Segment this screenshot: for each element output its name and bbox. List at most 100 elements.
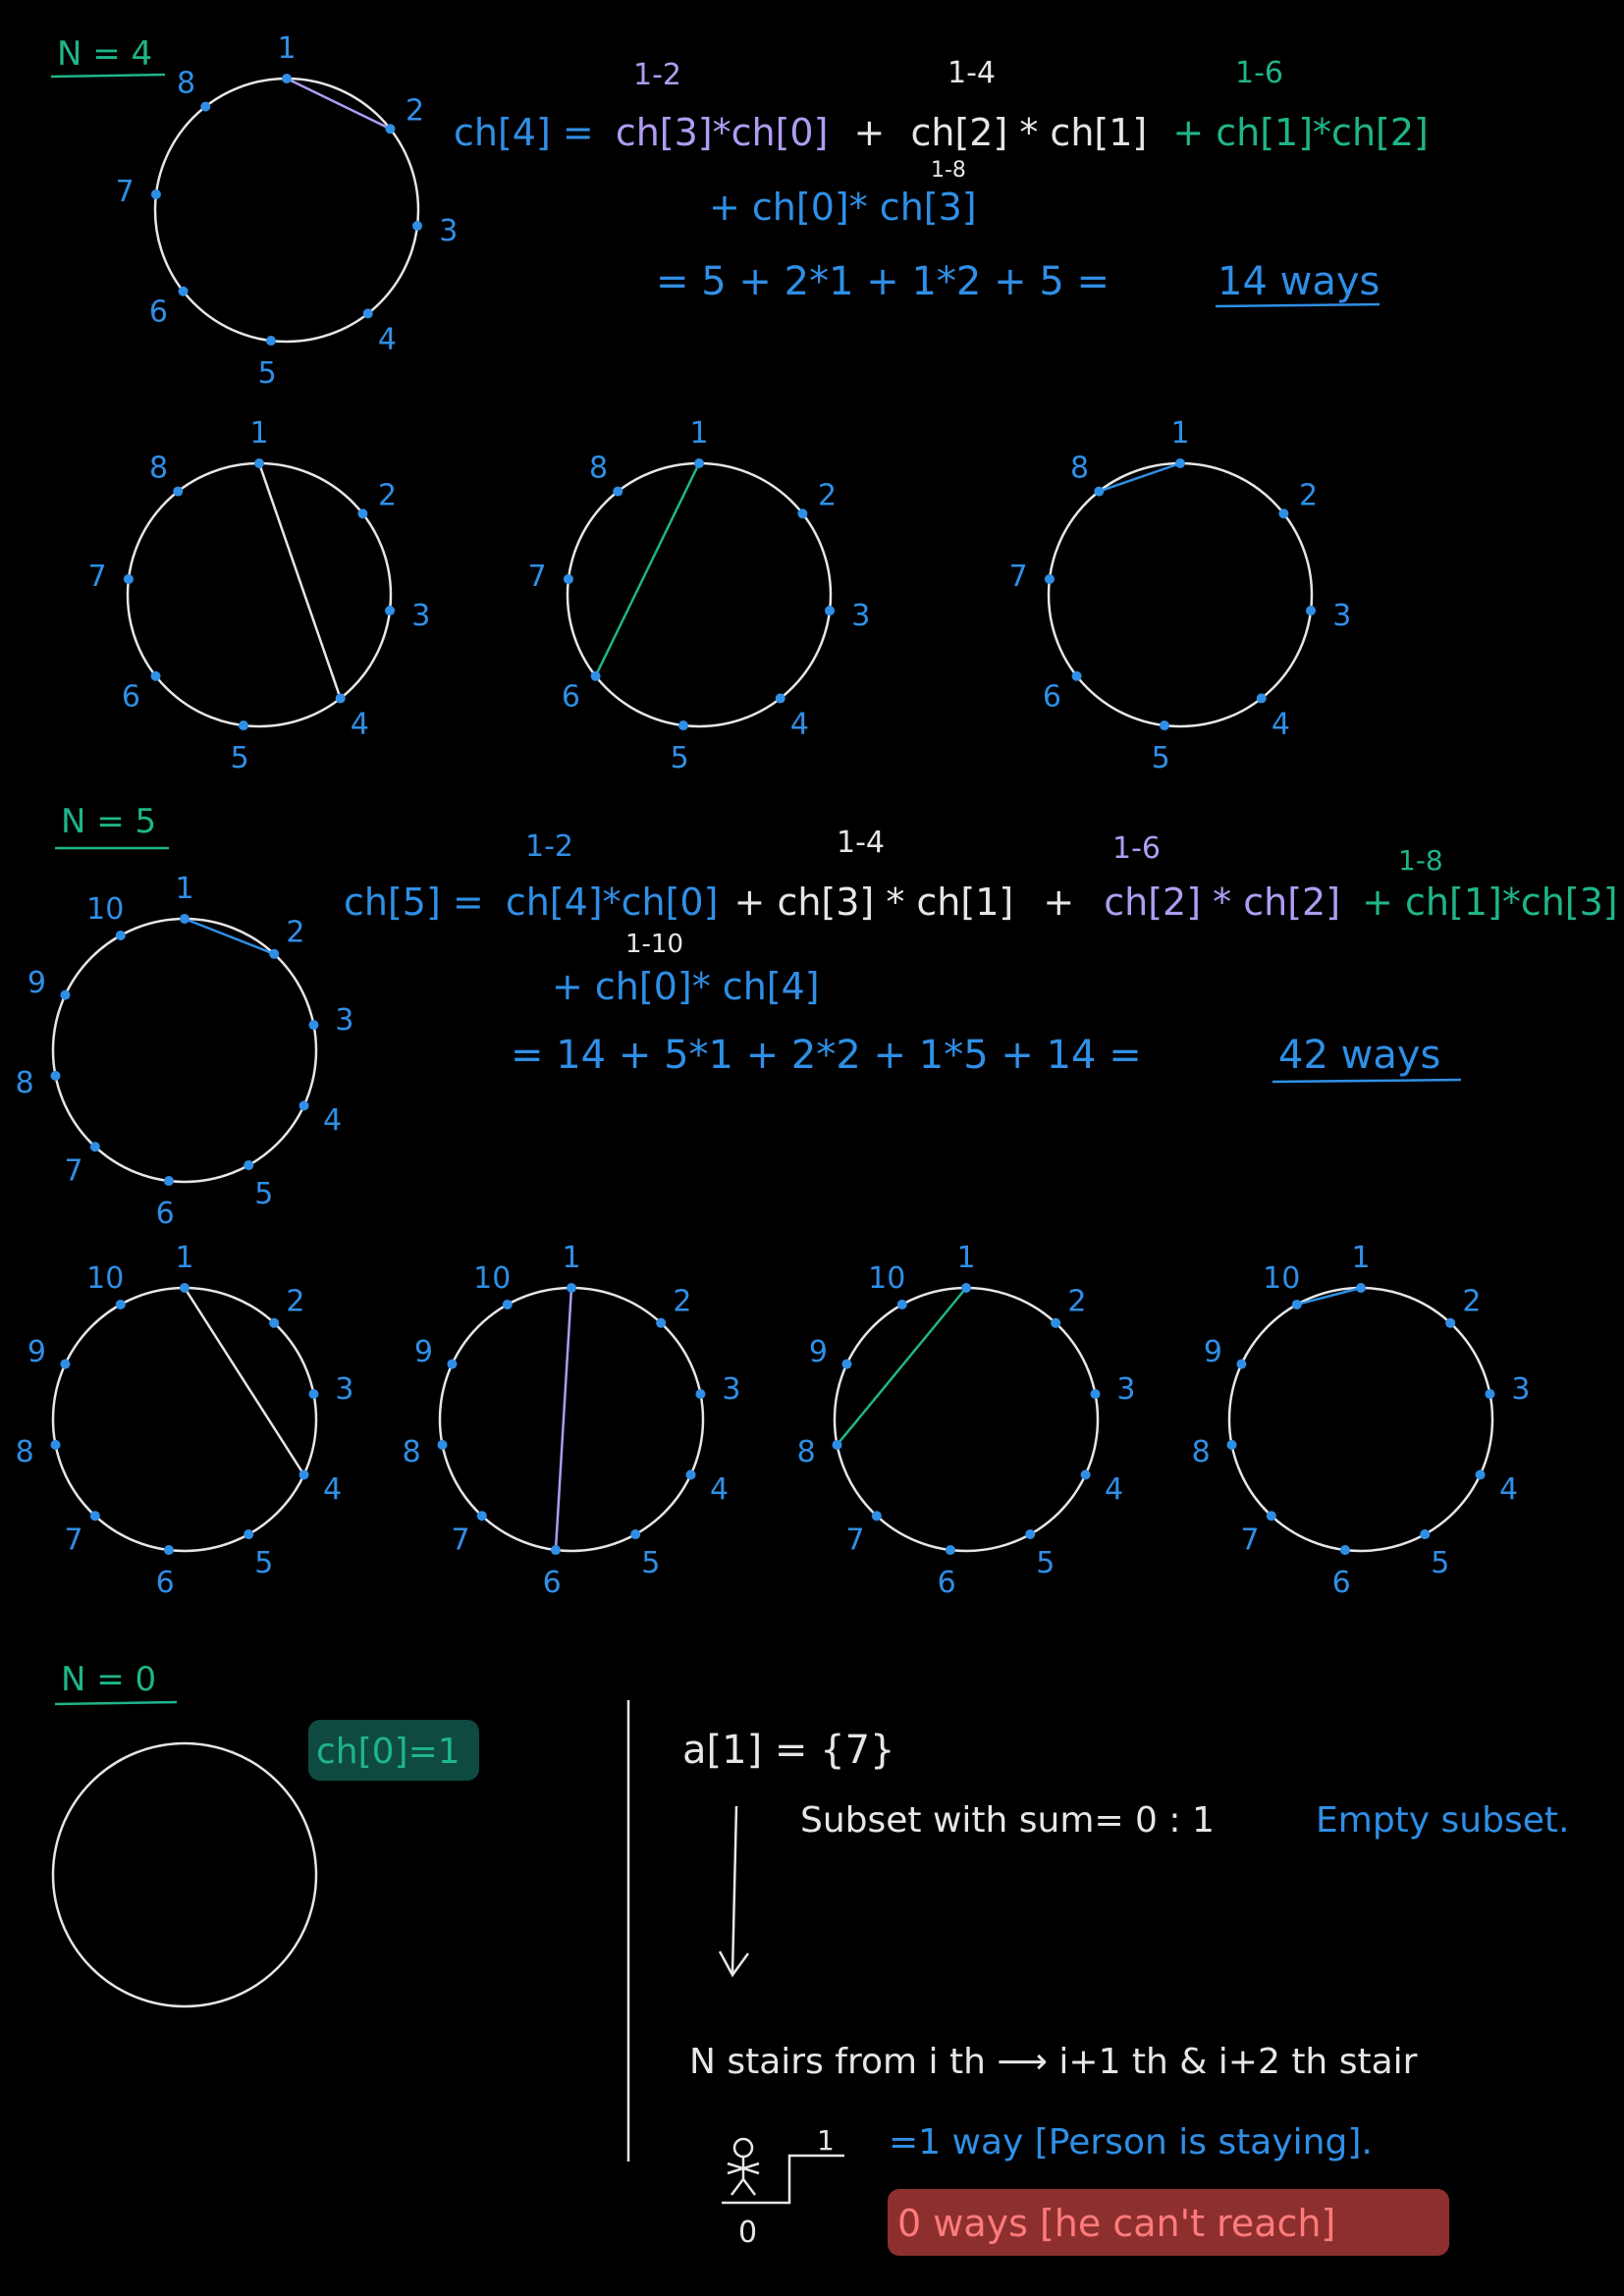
stairs-line: N stairs from i th ⟶ i+1 th & i+2 th sta… <box>689 2042 1418 2082</box>
heading-n4: N = 4 <box>57 34 152 74</box>
point-dot <box>308 1020 319 1031</box>
point-dot <box>1080 1469 1091 1480</box>
heading-n0-underline <box>54 1700 178 1706</box>
answer-n5-underline <box>1272 1078 1462 1084</box>
point-dot <box>60 989 71 1000</box>
point-dot <box>385 124 396 134</box>
point-label: 4 <box>710 1472 729 1507</box>
eq-n4-lhs: ch[4] = <box>454 111 594 154</box>
subset-note: Empty subset. <box>1316 1800 1569 1841</box>
point-dot <box>412 221 423 232</box>
point-dot <box>1044 573 1055 584</box>
pair-label-n5-1-6: 1-6 <box>1112 831 1161 866</box>
point-dot <box>630 1529 641 1540</box>
equation-n5-line2: + ch[0]* ch[4] <box>552 965 820 1008</box>
pair-label-n5-1-4: 1-4 <box>837 826 885 860</box>
point-dot <box>60 1359 71 1369</box>
point-dot <box>335 693 346 704</box>
point-label: 3 <box>1116 1372 1135 1407</box>
point-dot <box>896 1299 907 1309</box>
point-label: 10 <box>868 1261 905 1296</box>
point-label: 9 <box>27 966 46 1000</box>
point-dot <box>173 486 184 497</box>
one-way-line: =1 way [Person is staying]. <box>889 2122 1373 2163</box>
point-label: 4 <box>351 708 369 742</box>
pair-label-1-6: 1-6 <box>1235 56 1283 90</box>
heading-n5: N = 5 <box>61 802 156 841</box>
point-dot <box>685 1469 696 1480</box>
point-label: 6 <box>938 1566 956 1600</box>
point-label: 4 <box>1499 1472 1518 1507</box>
point-label: 5 <box>254 1546 273 1580</box>
point-label: 7 <box>116 175 135 209</box>
point-label: 8 <box>403 1435 421 1469</box>
point-label: 5 <box>258 356 277 391</box>
point-dot <box>178 286 189 296</box>
answer-n4: 14 ways <box>1218 259 1380 304</box>
point-dot <box>695 1389 706 1400</box>
point-label: 5 <box>1152 741 1170 775</box>
point-label: 1 <box>175 1241 193 1275</box>
point-label: 10 <box>86 1261 124 1296</box>
point-label: 8 <box>797 1435 816 1469</box>
point-dot <box>447 1359 458 1369</box>
point-dot <box>1266 1511 1276 1522</box>
point-label: 3 <box>439 214 458 248</box>
point-dot <box>180 914 189 924</box>
point-label: 4 <box>323 1103 342 1138</box>
point-dot <box>1094 486 1105 497</box>
point-label: 1 <box>1170 416 1189 451</box>
answer-n4-underline <box>1215 302 1380 308</box>
subset-line: Subset with sum= 0 : 1 <box>800 1800 1215 1841</box>
point-dot <box>385 606 396 616</box>
point-dot <box>841 1359 852 1369</box>
eq-n5-plus2: + <box>1043 881 1074 924</box>
answer-n5: 42 ways <box>1278 1033 1440 1078</box>
point-dot <box>437 1439 448 1450</box>
point-label: 2 <box>286 915 304 949</box>
point-dot <box>298 1100 309 1111</box>
badge-ch0-text: ch[0]=1 <box>316 1732 460 1772</box>
stair-label-bottom: 0 <box>738 2216 757 2250</box>
point-label: 1 <box>175 872 193 906</box>
point-dot <box>115 1299 126 1309</box>
chord-line <box>286 77 391 131</box>
point-label: 10 <box>1263 1261 1300 1296</box>
point-dot <box>282 74 292 83</box>
point-label: 4 <box>790 708 809 742</box>
point-label: 3 <box>1332 599 1351 633</box>
point-dot <box>265 336 276 347</box>
point-dot <box>832 1439 842 1450</box>
point-label: 5 <box>1431 1546 1449 1580</box>
point-label: 6 <box>1043 679 1061 714</box>
point-label: 8 <box>149 451 168 485</box>
point-dot <box>150 670 161 681</box>
point-dot <box>89 1142 100 1152</box>
point-label: 5 <box>231 741 249 775</box>
point-label: 2 <box>1462 1284 1481 1318</box>
point-dot <box>1475 1469 1486 1480</box>
pair-label-n5-1-2: 1-2 <box>525 829 573 864</box>
point-label: 5 <box>671 741 689 775</box>
eq-n5-term2: + ch[3] * ch[1] <box>734 881 1014 924</box>
point-label: 3 <box>335 1003 353 1038</box>
eq-n4-term3: + ch[1]*ch[2] <box>1172 111 1429 154</box>
eq-n5-lhs: ch[5] = <box>344 881 484 924</box>
point-dot <box>269 948 280 959</box>
circle-n0-empty <box>51 1741 318 2008</box>
point-label: 7 <box>1009 560 1028 594</box>
point-dot <box>797 508 808 519</box>
stair-label-top: 1 <box>817 2124 835 2157</box>
point-label: 2 <box>673 1284 691 1318</box>
point-label: 4 <box>323 1472 342 1507</box>
point-label: 4 <box>1105 1472 1123 1507</box>
point-dot <box>150 188 161 199</box>
point-dot <box>244 1529 254 1540</box>
point-label: 6 <box>149 294 168 329</box>
point-dot <box>362 308 373 319</box>
point-label: 7 <box>452 1523 470 1558</box>
